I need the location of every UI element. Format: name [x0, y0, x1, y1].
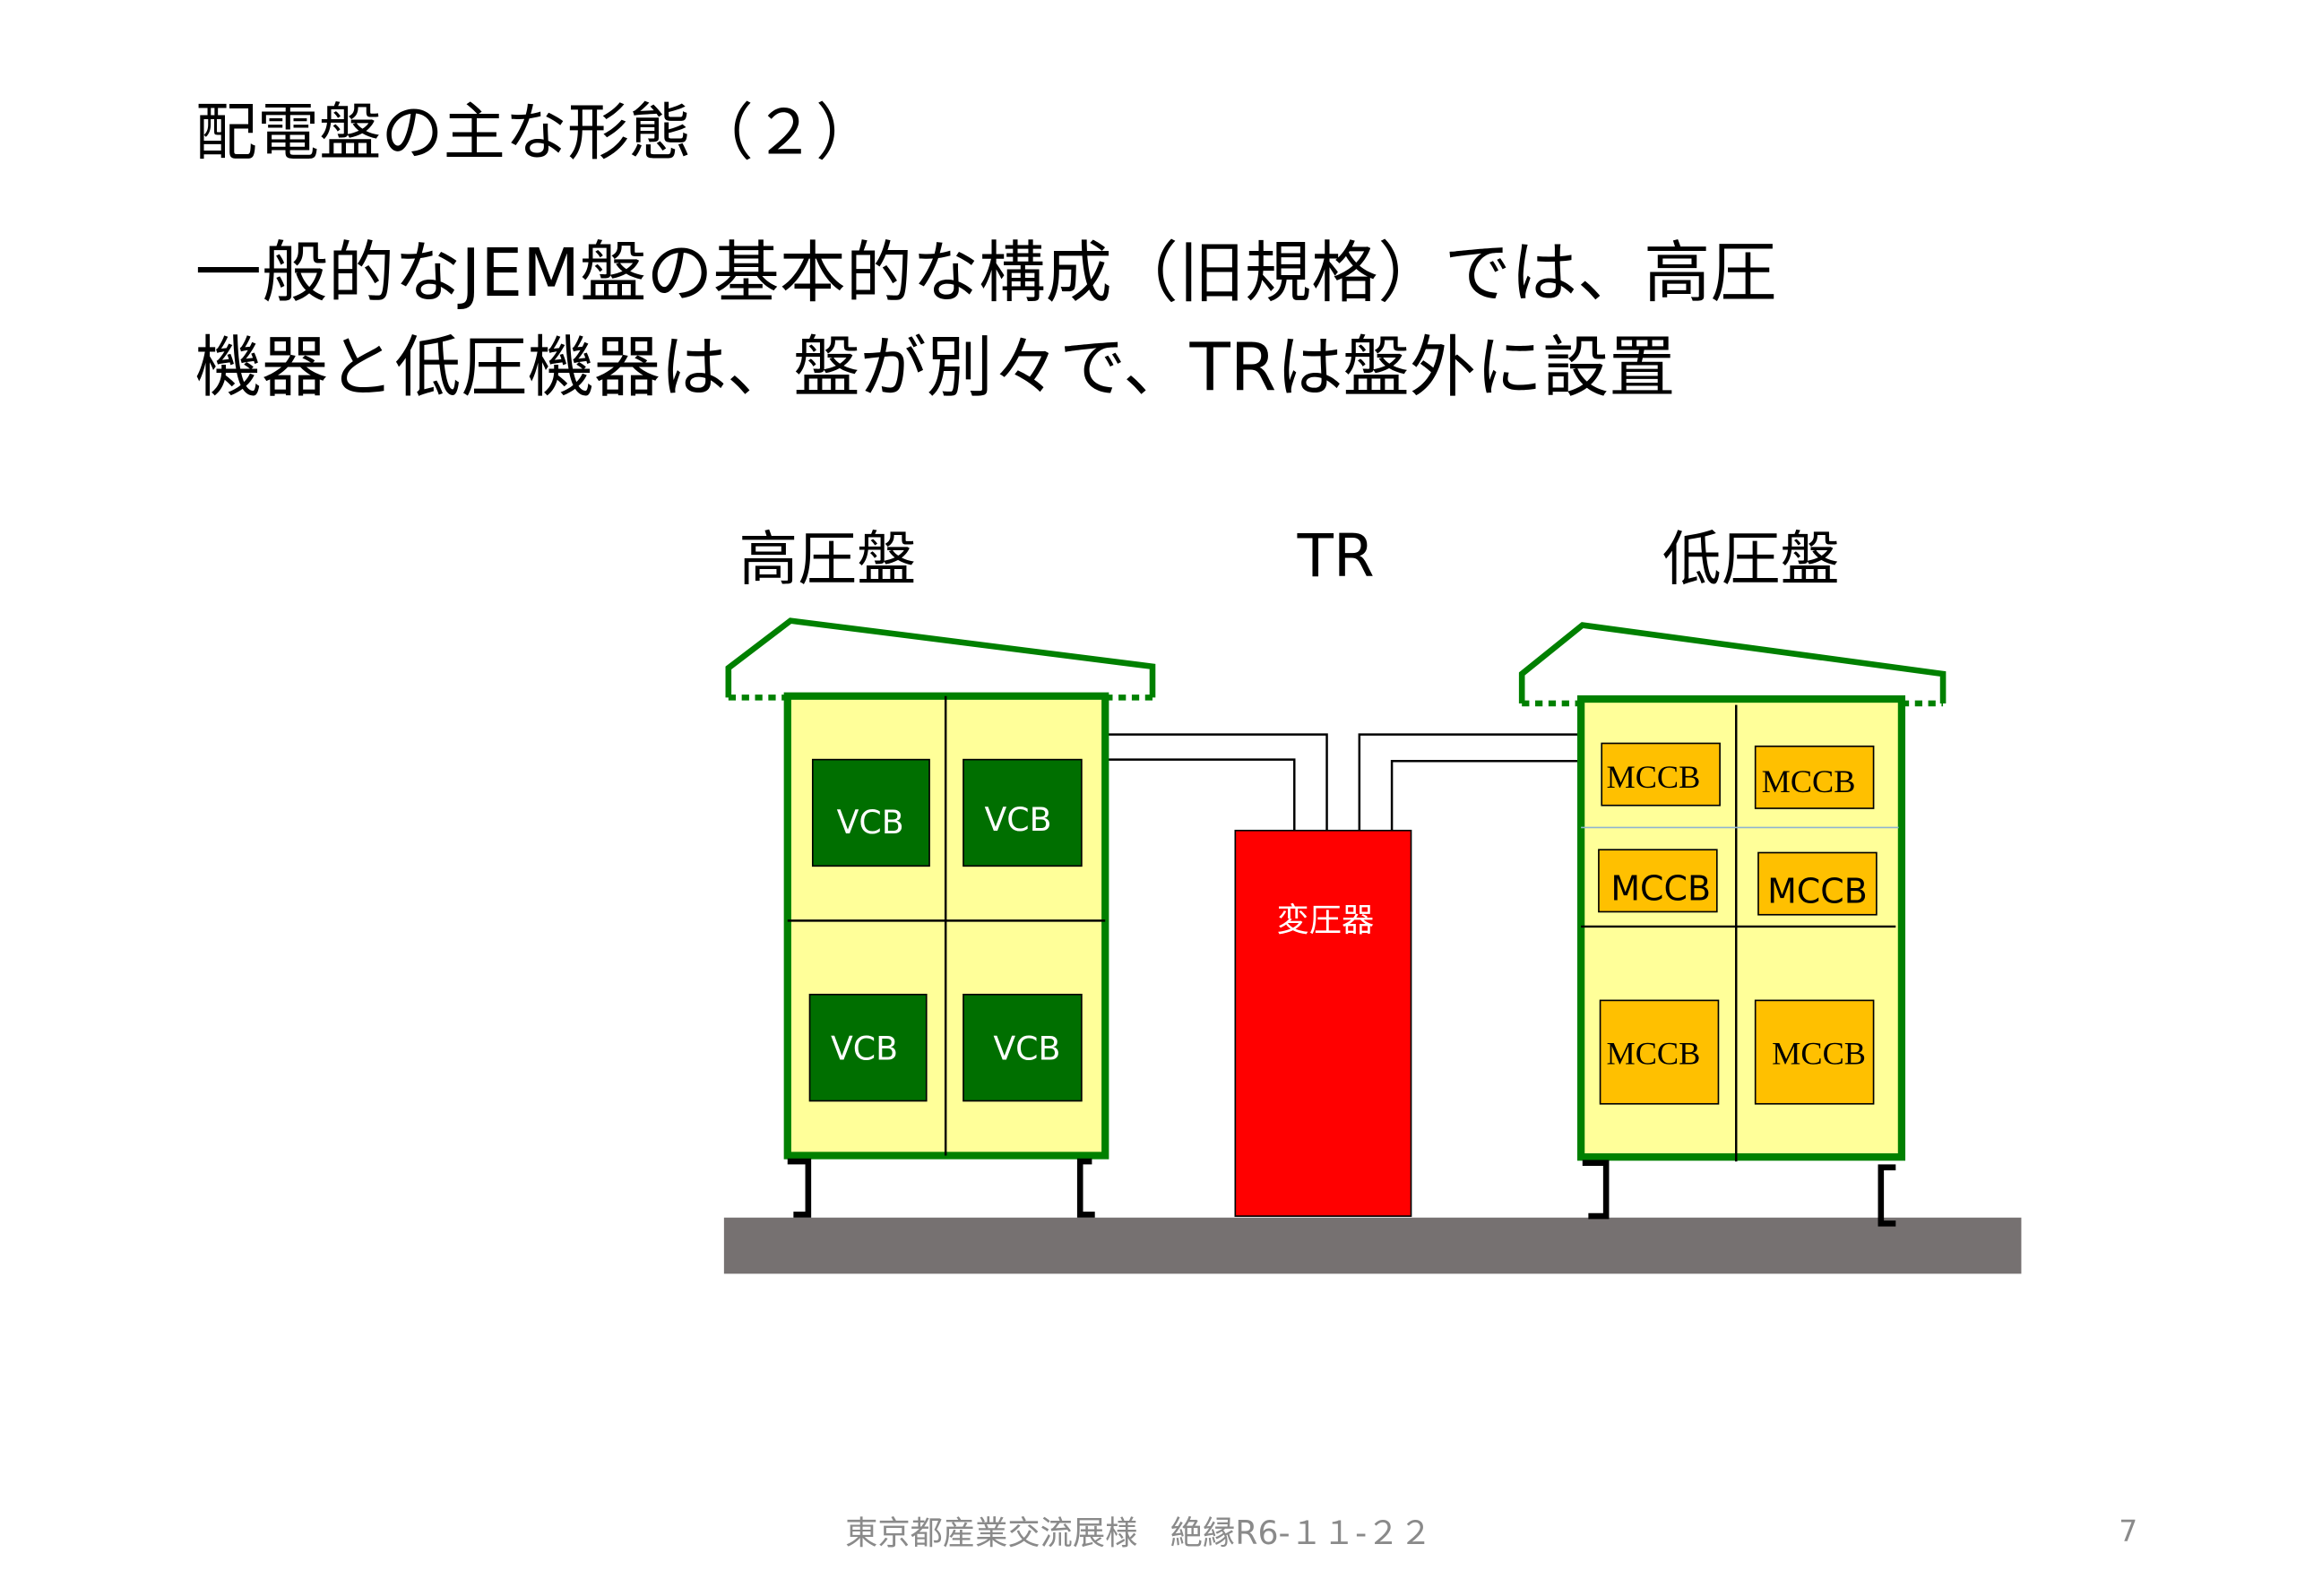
vcb-breaker: VCB [963, 758, 1083, 867]
tr-label: TR [1297, 522, 1375, 591]
mccb-breaker: MCCB [1601, 742, 1721, 807]
svg-text:VCB: VCB [984, 800, 1051, 839]
slide-title: 配電盤の主な形態（２） [195, 98, 878, 169]
svg-text:VCB: VCB [993, 1029, 1060, 1067]
vcb-breaker: VCB [811, 758, 930, 867]
svg-text:MCCB: MCCB [1607, 1035, 1701, 1071]
mccb-breaker: MCCB [1598, 849, 1718, 913]
ground-floor [723, 1217, 2022, 1274]
svg-text:MCCB: MCCB [1762, 763, 1856, 799]
footer-text: 東京都産業交流展様 絶縁R6-１１-２２ [845, 1514, 1432, 1552]
vcb-breaker: VCB [808, 993, 928, 1102]
svg-text:MCCB: MCCB [1772, 1035, 1866, 1071]
lv-panel-label: 低圧盤 [1662, 524, 1840, 593]
svg-text:VCB: VCB [837, 803, 904, 841]
hv-panel [725, 617, 1156, 1218]
lv-panel [1518, 622, 1947, 1227]
transformer-label: 変圧器 [1277, 901, 1375, 939]
svg-text:MCCB: MCCB [1610, 868, 1711, 908]
body-text-line-2: 機器と低圧機器は、盤が別々で、TRは盤外に設置 [195, 329, 1676, 406]
mccb-breaker: MCCB [1599, 999, 1720, 1105]
mccb-breaker: MCCB [1754, 999, 1875, 1105]
svg-text:MCCB: MCCB [1767, 872, 1868, 911]
hv-panel-label: 高圧盤 [738, 524, 916, 593]
wires [1105, 733, 1582, 831]
svg-text:VCB: VCB [831, 1029, 898, 1067]
svg-text:MCCB: MCCB [1607, 759, 1701, 795]
mccb-breaker: MCCB [1754, 745, 1875, 809]
mccb-breaker: MCCB [1757, 851, 1878, 916]
transformer: 変圧器 [1234, 829, 1412, 1217]
page-number: 7 [2119, 1514, 2137, 1549]
vcb-breaker: VCB [963, 993, 1083, 1102]
body-text-line-1: 一般的なJEM盤の基本的な構成（旧規格）では、高圧 [195, 235, 1777, 312]
